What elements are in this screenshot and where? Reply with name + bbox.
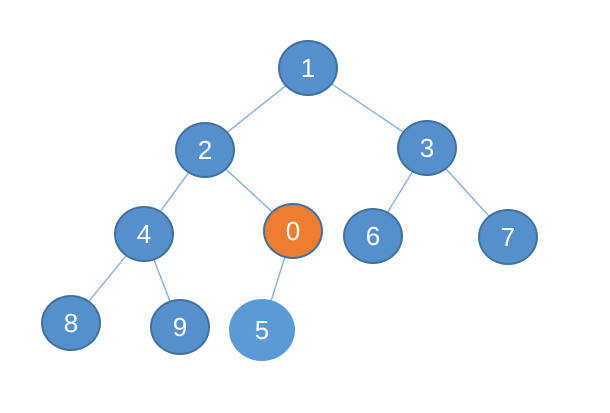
tree-node-3: 3 — [397, 120, 457, 176]
node-label: 4 — [136, 219, 152, 249]
tree-node-0-highlighted: 0 — [263, 203, 323, 259]
tree-node-5: 5 — [229, 299, 295, 361]
tree-node-8: 8 — [41, 295, 101, 351]
node-label: 7 — [500, 222, 516, 252]
node-label: 8 — [63, 308, 79, 338]
tree-node-7: 7 — [478, 209, 538, 265]
node-label: 6 — [365, 221, 381, 251]
node-label: 0 — [285, 216, 301, 246]
tree-node-6: 6 — [343, 208, 403, 264]
node-label: 2 — [197, 135, 213, 165]
tree-node-9: 9 — [150, 299, 210, 355]
tree-node-2: 2 — [175, 122, 235, 178]
tree-node-1: 1 — [278, 40, 338, 96]
node-label: 1 — [300, 53, 316, 83]
node-label: 9 — [172, 312, 188, 342]
node-label: 3 — [419, 133, 435, 163]
tree-node-4: 4 — [114, 206, 174, 262]
node-label: 5 — [254, 315, 270, 345]
